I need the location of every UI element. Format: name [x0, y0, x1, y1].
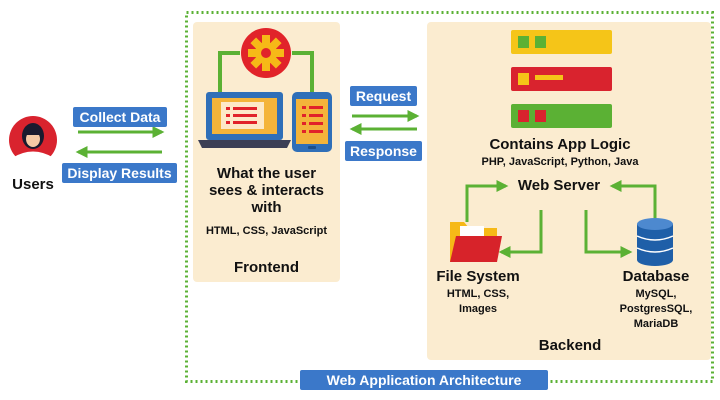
user-avatar-icon [9, 116, 57, 166]
frontend-technologies: HTML, CSS, JavaScript [205, 225, 328, 237]
phone-icon [292, 92, 332, 152]
frontend-description: What the user sees & interacts with [208, 165, 325, 216]
webserver-to-filesystem-arrow [498, 210, 543, 258]
app-logic-title: Contains App Logic [489, 136, 631, 153]
gear-icon [241, 28, 291, 78]
request-label: Request [350, 86, 417, 106]
server-stack-icon [511, 30, 612, 128]
diagram-title: Web Application Architecture [300, 370, 548, 390]
users-label: Users [12, 176, 54, 193]
backend-label: Backend [538, 337, 602, 354]
filesystem-to-webserver-arrow [465, 180, 509, 222]
response-label: Response [345, 141, 422, 161]
database-label: Database [622, 268, 690, 285]
database-icon [636, 218, 674, 266]
frontend-label: Frontend [234, 259, 299, 276]
gear-connector-left [218, 51, 240, 92]
web-app-dotted-border [185, 11, 714, 383]
database-engines: MySQL, PostgresSQL, MariaDB [619, 288, 693, 330]
display-results-label: Display Results [62, 163, 177, 183]
folder-icon [450, 222, 502, 262]
web-server-label: Web Server [517, 177, 601, 194]
laptop-icon [198, 92, 291, 148]
collect-data-label: Collect Data [73, 107, 167, 127]
gear-connector-right [292, 51, 314, 92]
webserver-to-database-arrow [584, 210, 633, 258]
database-to-webserver-arrow [609, 180, 657, 222]
app-logic-languages: PHP, JavaScript, Python, Java [481, 156, 639, 168]
file-system-contents: HTML, CSS, Images [446, 288, 510, 315]
file-system-label: File System [436, 268, 520, 285]
